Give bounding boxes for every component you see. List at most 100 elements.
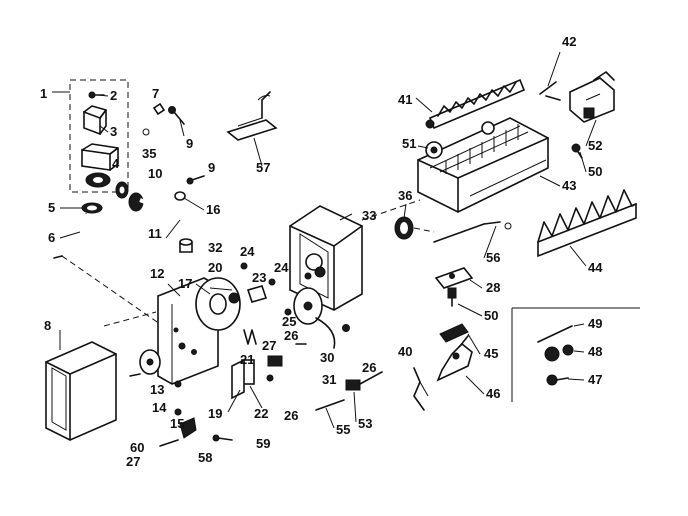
label-part-33: 33: [362, 208, 376, 223]
part-19-bracket: [231, 358, 245, 400]
label-part-44: 44: [588, 260, 603, 275]
label-part-46: 46: [486, 386, 500, 401]
label-part-1: 1: [40, 86, 47, 101]
label-part-40: 40: [398, 344, 412, 359]
label-part-35: 35: [142, 146, 156, 161]
label-part-10: 10: [148, 166, 162, 181]
label-part-47: 47: [588, 372, 602, 387]
label-part-21: 21: [240, 352, 254, 367]
part-44-stripper: [537, 189, 637, 258]
part-25-cam: [293, 287, 323, 325]
part-36-gasket: [394, 216, 414, 240]
label-part-55: 55: [336, 422, 350, 437]
label-leader-lines: [59, 51, 597, 429]
part-41-ejector-blades: [425, 78, 526, 130]
label-part-56: 56: [486, 250, 500, 265]
part-26-screw-a: [284, 308, 292, 316]
label-part-57: 57: [256, 160, 270, 175]
label-part-7: 7: [152, 86, 159, 101]
part-21-spring: [243, 329, 257, 345]
part-3-bracket: [83, 105, 107, 136]
label-part-9a: 9: [186, 136, 193, 151]
label-part-19: 19: [208, 406, 222, 421]
part-4-valve: [81, 143, 119, 188]
part-43-mold: [417, 117, 549, 213]
label-part-15: 15: [170, 416, 184, 431]
part-24-screw-b: [268, 278, 276, 286]
part-labels: 1 2 3 4 5 6 7 8 9 9 10 11 12 13 14 15 16…: [40, 34, 603, 469]
label-part-26b: 26: [362, 360, 376, 375]
part-40-wire: [413, 367, 429, 411]
label-part-59: 59: [256, 436, 270, 451]
label-part-53: 53: [358, 416, 372, 431]
part-45-switch: [439, 323, 469, 343]
part-24-screw-a: [240, 262, 248, 270]
label-part-51: 51: [402, 136, 416, 151]
part-42-arm: [539, 81, 561, 101]
part-49-rod: [537, 325, 573, 343]
part-53-fitting: [345, 371, 383, 391]
part-28-bracket: [434, 267, 474, 289]
part-26-screw-b: [342, 324, 350, 332]
label-part-22: 22: [254, 406, 268, 421]
label-part-30: 30: [320, 350, 334, 365]
label-part-60: 60: [130, 440, 144, 455]
label-part-42: 42: [562, 34, 576, 49]
label-part-48: 48: [588, 344, 602, 359]
label-part-27b: 27: [126, 454, 140, 469]
part-8-front-cover: [45, 341, 117, 441]
label-part-14: 14: [152, 400, 167, 415]
label-part-5: 5: [48, 200, 55, 215]
label-part-6: 6: [48, 230, 55, 245]
label-part-49: 49: [588, 316, 602, 331]
part-17-motor: [195, 277, 241, 331]
label-part-16: 16: [206, 202, 220, 217]
part-33-housing: [289, 205, 363, 311]
label-part-50b: 50: [484, 308, 498, 323]
label-part-28: 28: [486, 280, 500, 295]
label-part-41: 41: [398, 92, 412, 107]
part-20-gear: [228, 292, 240, 304]
label-part-26c: 26: [284, 408, 298, 423]
part-9-screw-b: [186, 175, 205, 185]
label-part-24b: 24: [274, 260, 289, 275]
part-50-screw-b: [447, 287, 457, 307]
part-56-heater: [433, 221, 512, 243]
label-part-12: 12: [150, 266, 164, 281]
part-6-inlet-tube: [53, 213, 89, 259]
part-59-screw: [212, 434, 233, 442]
label-part-45: 45: [484, 346, 498, 361]
part-48-valve: [544, 344, 574, 362]
label-part-43: 43: [562, 178, 576, 193]
part-7-clip: [152, 102, 166, 116]
part-30-wire-harness: [315, 317, 336, 349]
part-60-washer: [174, 408, 182, 416]
label-part-3: 3: [110, 124, 117, 139]
label-part-25: 25: [282, 314, 296, 329]
part-35-screw: [142, 128, 150, 136]
part-52-bearing: [569, 71, 615, 123]
part-55-rod: [315, 399, 345, 411]
label-part-27a: 27: [262, 338, 276, 353]
part-14-screw: [129, 373, 141, 377]
part-10-nut: [115, 181, 129, 199]
label-part-36: 36: [398, 188, 412, 203]
part-group-box: [52, 79, 129, 193]
part-15-screw: [174, 380, 182, 388]
label-part-52: 52: [588, 138, 602, 153]
label-part-50a: 50: [588, 164, 602, 179]
part-57-thermostat: [226, 91, 278, 141]
part-23-switch: [246, 285, 268, 303]
part-32-cup: [179, 238, 193, 253]
part-5-clamp: [81, 202, 103, 214]
label-part-4: 4: [112, 156, 120, 171]
part-47-49-box: [511, 307, 640, 402]
part-11-fill-tube: [128, 192, 188, 245]
label-part-23: 23: [252, 270, 266, 285]
label-part-11: 11: [148, 226, 162, 241]
part-26-screw-c: [266, 374, 274, 382]
part-47-screw: [546, 374, 569, 386]
part-46-arm: [436, 335, 473, 382]
assembly-guide-lines: [61, 199, 435, 327]
